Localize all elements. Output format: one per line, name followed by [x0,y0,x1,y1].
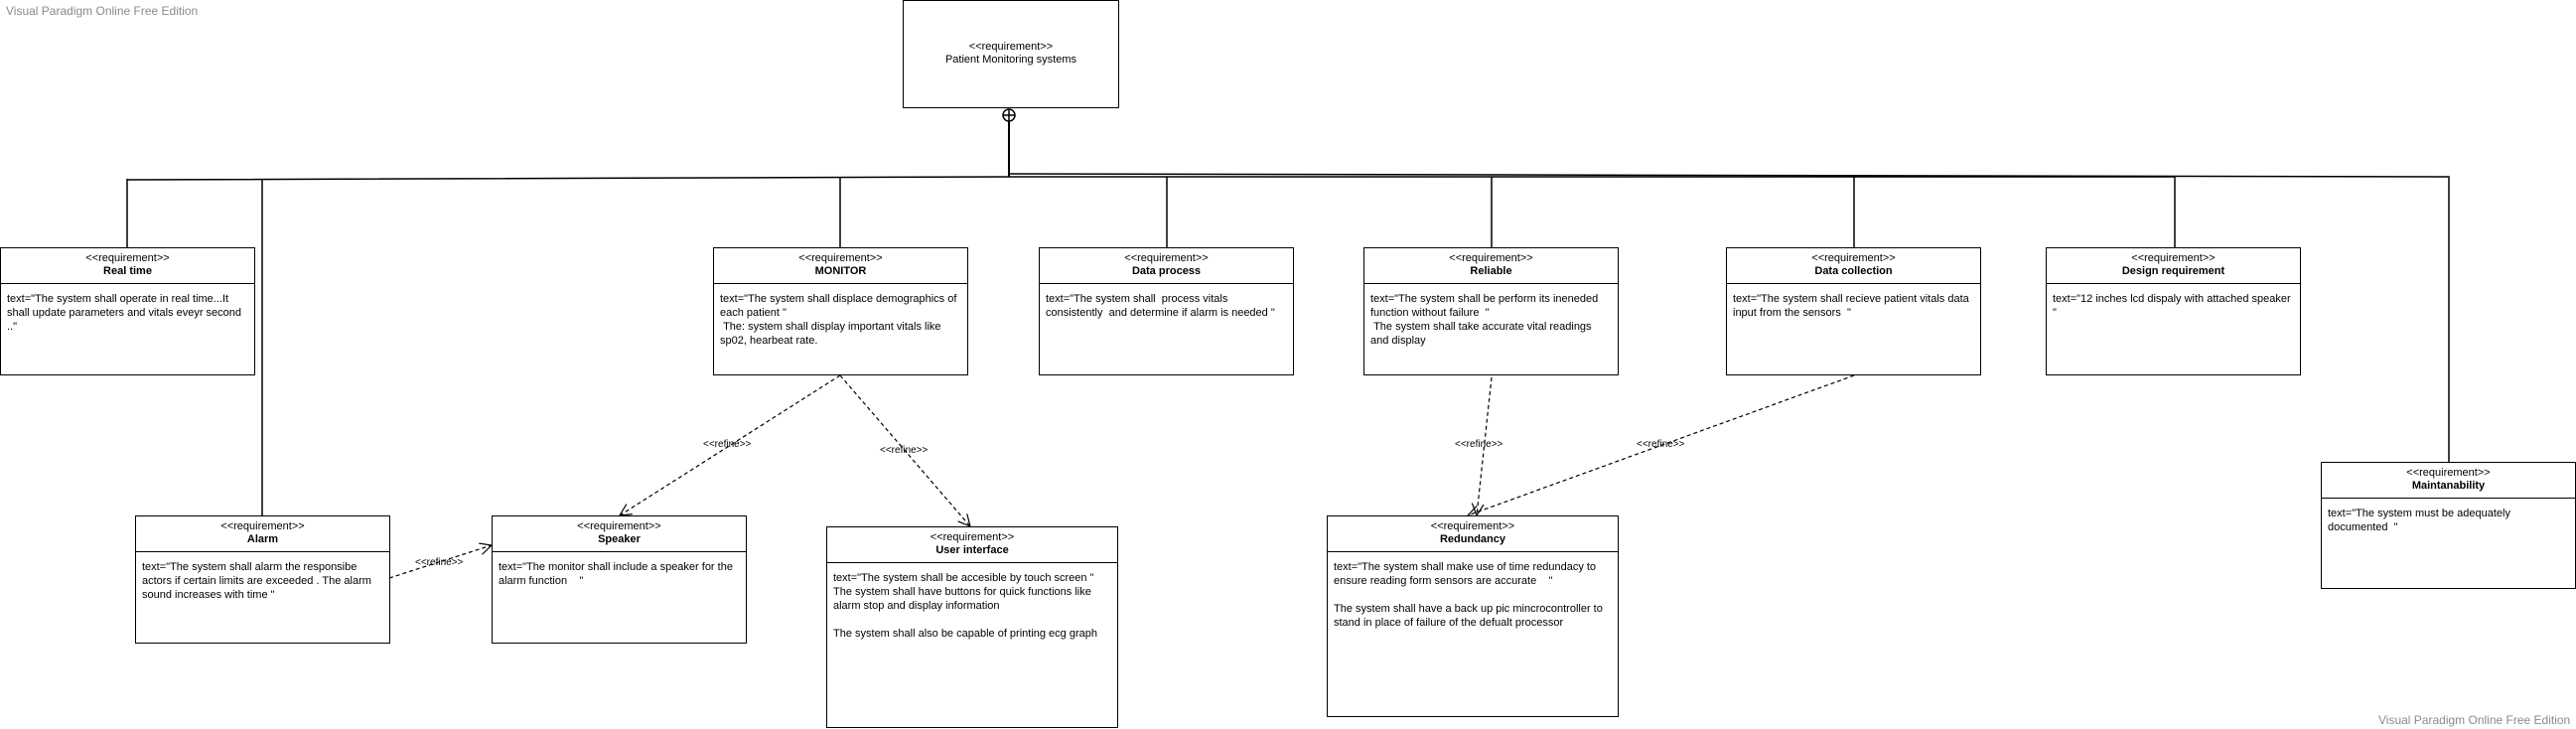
divider [1727,283,1980,284]
refine-label: <<refine>> [1637,439,1685,450]
requirement-alarm[interactable]: <<requirement>> Alarm text="The system s… [135,515,390,644]
requirement-data-collection[interactable]: <<requirement>> Data collection text="Th… [1726,247,1981,375]
requirement-name: Data collection [1814,265,1893,277]
requirement-user-interface[interactable]: <<requirement>> User interface text="The… [826,526,1118,728]
divider [493,551,746,552]
requirement-text: text="The monitor shall include a speake… [499,561,737,587]
divider [1040,283,1293,284]
refine-label: <<refine>> [880,445,929,456]
requirement-design-requirement[interactable]: <<requirement>> Design requirement text=… [2046,247,2301,375]
stereotype-label: <<requirement>> [798,252,883,264]
requirement-speaker[interactable]: <<requirement>> Speaker text="The monito… [492,515,747,644]
stereotype-label: <<requirement>> [577,520,661,532]
requirement-text: text="The system shall displace demograp… [720,293,957,347]
refine-monitor-ui [839,374,970,526]
requirement-name: Maintanability [2411,480,2486,492]
stereotype-label: <<requirement>> [2406,467,2491,479]
stereotype-label: <<requirement>> [220,520,305,532]
requirement-name: User interface [935,544,1009,556]
refine-label: <<refine>> [1455,439,1503,450]
requirement-name: Real time [103,265,152,277]
requirement-name: Reliable [1470,265,1512,277]
requirement-name: Alarm [246,533,279,545]
refine-label: <<refine>> [415,557,464,568]
requirement-text: text="The system shall alarm the respons… [142,561,374,601]
watermark-top: Visual Paradigm Online Free Edition [6,4,199,18]
refine-reliable-redundancy [1477,376,1493,515]
requirement-patient-monitoring-systems[interactable]: <<requirement>> Patient Monitoring syste… [903,0,1119,108]
containment-bus [126,176,2176,247]
divider [1328,551,1618,552]
requirement-name: Data process [1131,265,1202,277]
requirement-name: Redundancy [1439,533,1505,545]
divider [2322,498,2575,499]
refine-label: <<refine>> [703,439,752,450]
divider [1364,283,1618,284]
stereotype-label: <<requirement>> [968,41,1054,53]
stereotype-label: <<requirement>> [930,531,1015,543]
requirement-text: text="The system shall be accesible by t… [833,572,1097,640]
divider [827,562,1117,563]
watermark-bottom: Visual Paradigm Online Free Edition [2378,713,2571,727]
requirement-text: text="The system shall make use of time … [1334,561,1603,629]
requirement-text: text="12 inches lcd dispaly with attache… [2053,293,2297,319]
requirement-text: text="The system must be adequately docu… [2328,508,2514,533]
stereotype-label: <<requirement>> [1124,252,1209,264]
requirement-text: text="The system shall be perform its in… [1370,293,1599,347]
requirement-name: MONITOR [814,265,867,277]
refine-datacollection-redundancy [1468,374,1855,515]
stereotype-label: <<requirement>> [1811,252,1896,264]
requirement-text: text="The system shall process vitals co… [1046,293,1275,319]
requirement-real-time[interactable]: <<requirement>> Real time text="The syst… [0,247,255,375]
requirement-name: Design requirement [2121,265,2225,277]
divider [1,283,254,284]
requirement-data-process[interactable]: <<requirement>> Data process text="The s… [1039,247,1294,375]
stereotype-label: <<requirement>> [1430,520,1515,532]
requirement-text: text="The system shall recieve patient v… [1733,293,1972,319]
refine-monitor-speaker [620,374,841,515]
divider [714,283,967,284]
requirement-redundancy[interactable]: <<requirement>> Redundancy text="The sys… [1327,515,1619,717]
stereotype-label: <<requirement>> [85,252,170,264]
requirement-maintanability[interactable]: <<requirement>> Maintanability text="The… [2321,462,2576,589]
requirement-name: Patient Monitoring systems [944,54,1077,66]
divider [136,551,389,552]
stereotype-label: <<requirement>> [1449,252,1533,264]
requirement-monitor[interactable]: <<requirement>> MONITOR text="The system… [713,247,968,375]
requirement-name: Speaker [598,533,641,545]
requirement-reliable[interactable]: <<requirement>> Reliable text="The syste… [1363,247,1619,375]
containment-bus-right [1008,173,2450,462]
stereotype-label: <<requirement>> [2131,252,2216,264]
divider [2047,283,2300,284]
requirement-text: text="The system shall operate in real t… [7,293,248,333]
